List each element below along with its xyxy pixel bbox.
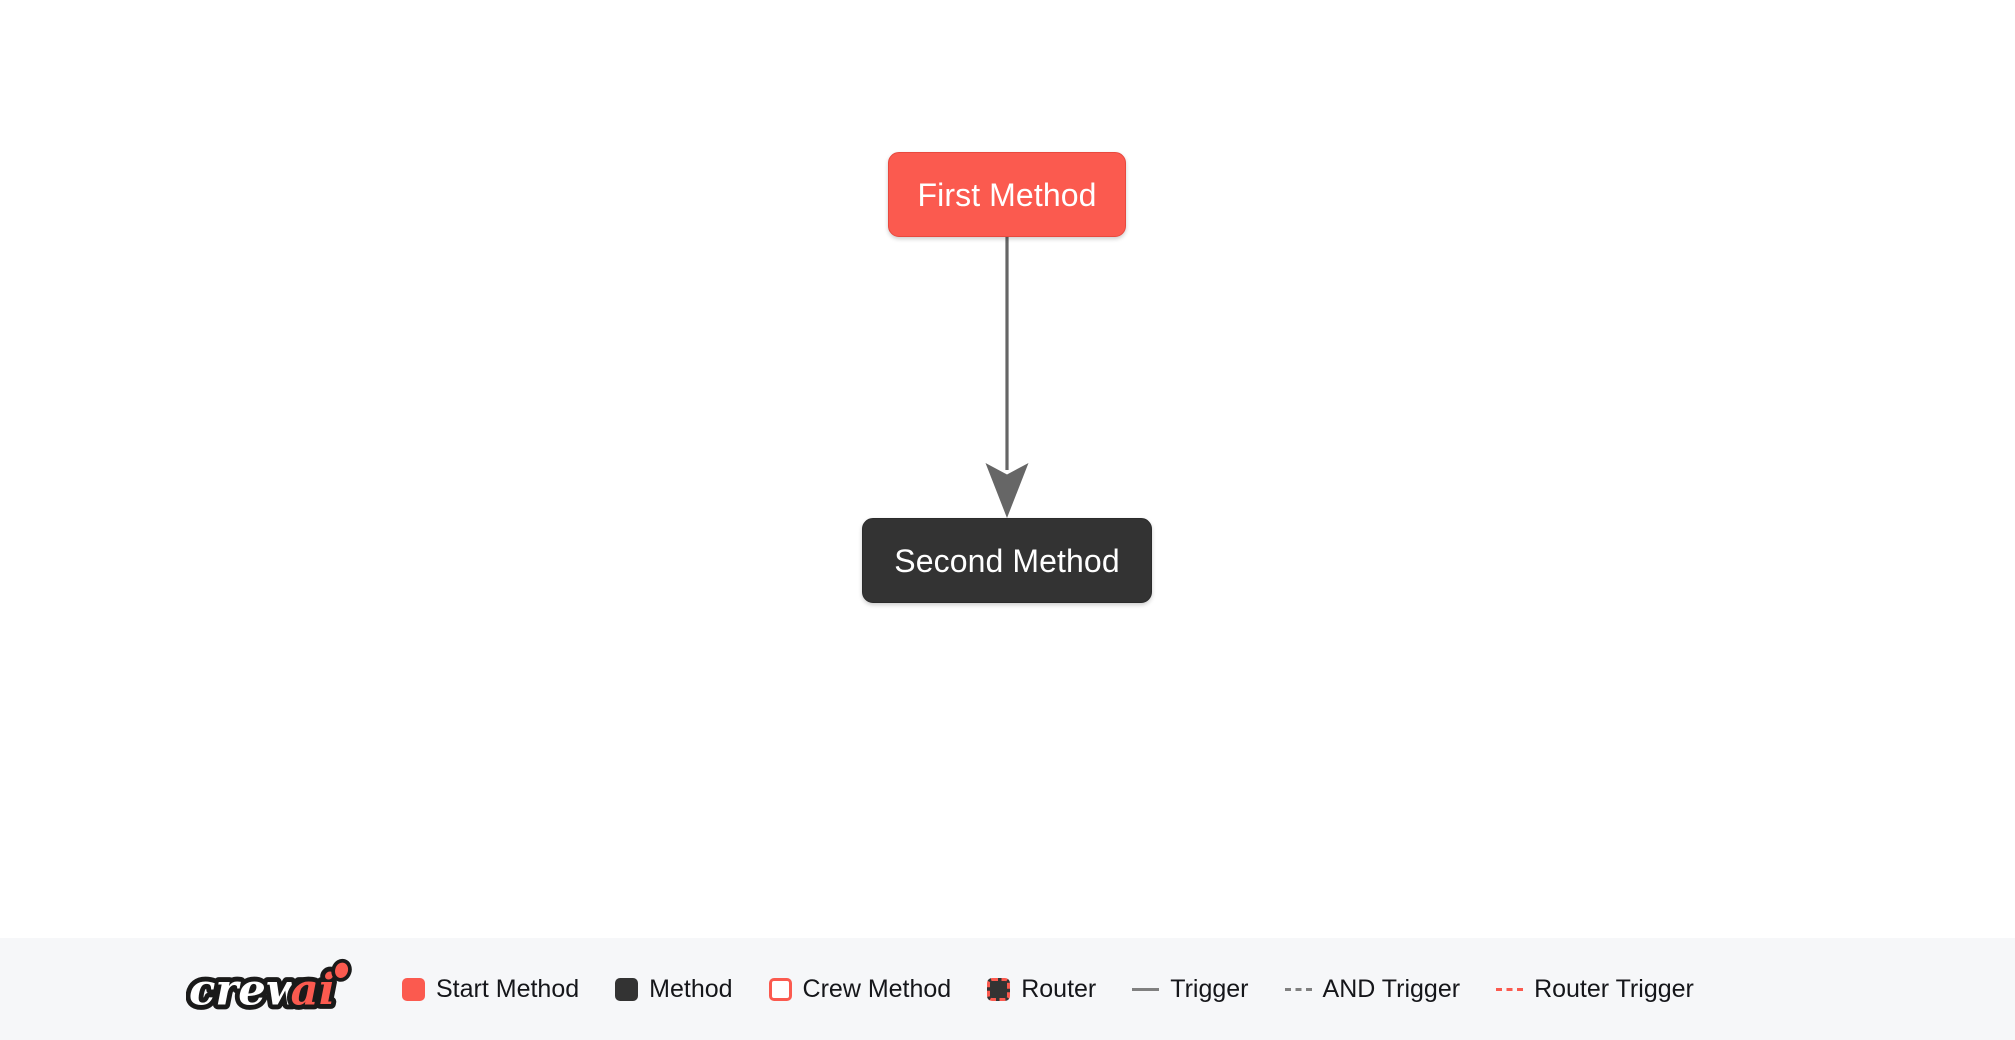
router-swatch-icon (987, 977, 1011, 1001)
legend-item-router-trigger[interactable]: Router Trigger (1496, 974, 1694, 1003)
logo-dot (331, 958, 352, 982)
legend-item-label: Method (649, 974, 733, 1003)
legend-item-crew-method[interactable]: Crew Method (768, 974, 952, 1003)
trigger-line-icon (1132, 987, 1160, 991)
edge-first-to-second (985, 237, 1029, 518)
legend-item-label: Crew Method (802, 974, 952, 1003)
node-label: First Method (917, 176, 1097, 213)
edge-arrowhead (985, 463, 1029, 518)
and-trigger-line-icon (1284, 987, 1312, 991)
legend-bar: crew crew ai ai Start Method Method Crew… (0, 938, 2015, 1040)
router-trigger-line-icon (1496, 987, 1524, 991)
legend-item-start-method[interactable]: Start Method (402, 974, 580, 1003)
flow-canvas[interactable]: First Method Second Method (0, 0, 2015, 938)
crewai-logo[interactable]: crew crew ai ai (186, 958, 358, 1020)
edge-layer (985, 237, 1029, 518)
crew-method-swatch-icon (768, 977, 792, 1001)
node-second-method[interactable]: Second Method (862, 518, 1152, 603)
legend-item-label: Trigger (1170, 974, 1249, 1003)
method-swatch-icon (615, 977, 639, 1001)
legend-item-label: Start Method (436, 974, 580, 1003)
legend-item-method[interactable]: Method (615, 974, 733, 1003)
node-first-method[interactable]: First Method (888, 152, 1126, 237)
legend-items: Start Method Method Crew Method Router T… (402, 974, 1694, 1003)
legend-item-trigger[interactable]: Trigger (1132, 974, 1249, 1003)
legend-item-router[interactable]: Router (987, 974, 1097, 1003)
start-method-swatch-icon (402, 977, 425, 1001)
logo-text-accent: ai (291, 965, 336, 1016)
node-label: Second Method (894, 542, 1120, 579)
legend-item-label: Router (1021, 974, 1097, 1003)
logo-text-primary: crew (189, 965, 305, 1016)
legend-item-and-trigger[interactable]: AND Trigger (1284, 974, 1461, 1003)
logo-text-accent-outline: ai (291, 965, 336, 1016)
legend-item-label: Router Trigger (1534, 974, 1694, 1003)
legend-item-label: AND Trigger (1322, 974, 1461, 1003)
logo-text-primary-outline: crew (189, 965, 305, 1016)
